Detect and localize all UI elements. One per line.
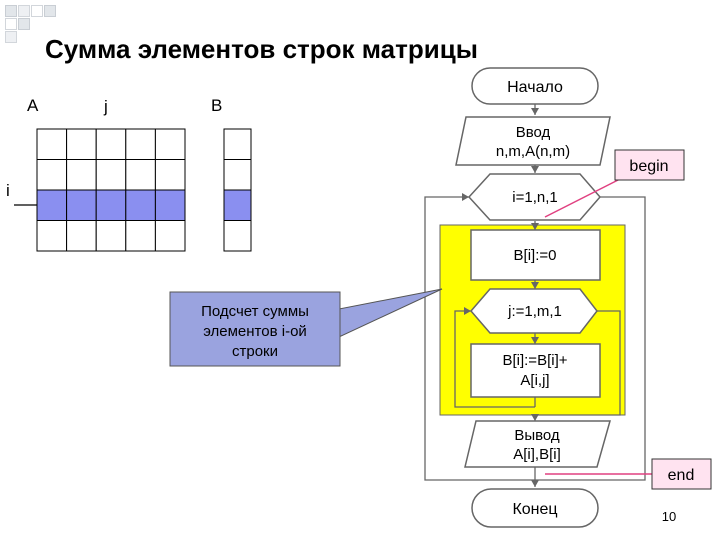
input-parallelogram bbox=[455, 116, 611, 166]
matrix-a-cell bbox=[36, 128, 68, 160]
corner-square-decoration bbox=[18, 18, 30, 30]
loop-i-hexagon bbox=[467, 173, 601, 221]
page-number: 10 bbox=[662, 509, 676, 524]
vector-b-cell bbox=[223, 220, 252, 252]
flow-arrowheads bbox=[462, 108, 539, 487]
matrix-a-cell bbox=[95, 189, 127, 221]
corner-square-decoration bbox=[18, 5, 30, 17]
vector-b-grid bbox=[223, 128, 252, 252]
matrix-a-cell bbox=[154, 128, 186, 160]
row-i-label: i bbox=[6, 181, 10, 200]
begin-callout-pointer bbox=[544, 177, 623, 218]
corner-square-decoration bbox=[5, 18, 17, 30]
matrix-a-grid bbox=[36, 128, 186, 252]
flow-connectors bbox=[424, 103, 646, 487]
column-j-label: j bbox=[104, 97, 108, 116]
matrix-a-cell bbox=[95, 128, 127, 160]
init-process-box bbox=[470, 229, 601, 281]
loop-j-text: j:=1,m,1 bbox=[507, 303, 562, 320]
matrix-a-cell bbox=[95, 159, 127, 191]
matrix-a-cell bbox=[66, 128, 97, 160]
begin-callout bbox=[614, 149, 685, 181]
matrix-a-cell bbox=[36, 220, 68, 252]
vector-b-cell bbox=[223, 128, 252, 160]
sum-note-line1: Подсчет суммы bbox=[201, 303, 309, 320]
slide-title: Сумма элементов строк матрицы bbox=[45, 34, 478, 64]
vector-b-cell bbox=[223, 159, 252, 191]
input-text-line1: Ввод bbox=[516, 124, 551, 141]
output-parallelogram bbox=[464, 420, 611, 468]
matrix-a-cell bbox=[95, 220, 127, 252]
sum-text-line2: A[i,j] bbox=[520, 372, 549, 389]
matrix-a-cell bbox=[154, 159, 186, 191]
matrix-a-cell bbox=[36, 189, 68, 221]
end-callout bbox=[651, 458, 712, 490]
sum-note-callout bbox=[169, 291, 341, 367]
end-terminator bbox=[471, 488, 599, 528]
corner-square-decoration bbox=[44, 5, 56, 17]
begin-callout-text: begin bbox=[629, 158, 668, 175]
sum-note-line3: строки bbox=[232, 343, 278, 360]
start-text: Начало bbox=[507, 79, 563, 96]
loop-j-hexagon bbox=[470, 288, 598, 334]
sum-process-box bbox=[470, 343, 601, 398]
end-text: Конец bbox=[512, 501, 557, 518]
matrix-a-cell bbox=[125, 220, 156, 252]
loop-i-text: i=1,n,1 bbox=[512, 189, 557, 206]
output-text-line1: Вывод bbox=[514, 427, 560, 444]
init-text: B[i]:=0 bbox=[514, 247, 557, 264]
corner-square-decoration bbox=[5, 5, 17, 17]
matrix-a-label: A bbox=[27, 96, 39, 115]
matrix-a-cell bbox=[36, 159, 68, 191]
matrix-a-cell bbox=[125, 128, 156, 160]
corner-square-decoration bbox=[5, 31, 17, 43]
vector-b-cell bbox=[223, 189, 252, 221]
matrix-a-cell bbox=[154, 220, 186, 252]
matrix-a-cell bbox=[66, 220, 97, 252]
end-callout-text: end bbox=[668, 467, 695, 484]
matrix-a-cell bbox=[66, 159, 97, 191]
matrix-a-cell bbox=[66, 189, 97, 221]
corner-square-decoration bbox=[31, 5, 43, 17]
sum-text-line1: B[i]:=B[i]+ bbox=[502, 352, 567, 369]
sum-note-line2: элементов i-ой bbox=[203, 323, 307, 340]
matrix-a-cell bbox=[154, 189, 186, 221]
vector-b-label: B bbox=[211, 96, 223, 115]
output-text-line2: A[i],B[i] bbox=[513, 446, 561, 463]
input-text-line2: n,m,A(n,m) bbox=[496, 143, 570, 160]
matrix-a-cell bbox=[125, 189, 156, 221]
sum-note-pointer bbox=[338, 288, 443, 338]
matrix-a-cell bbox=[125, 159, 156, 191]
start-terminator bbox=[471, 67, 599, 105]
